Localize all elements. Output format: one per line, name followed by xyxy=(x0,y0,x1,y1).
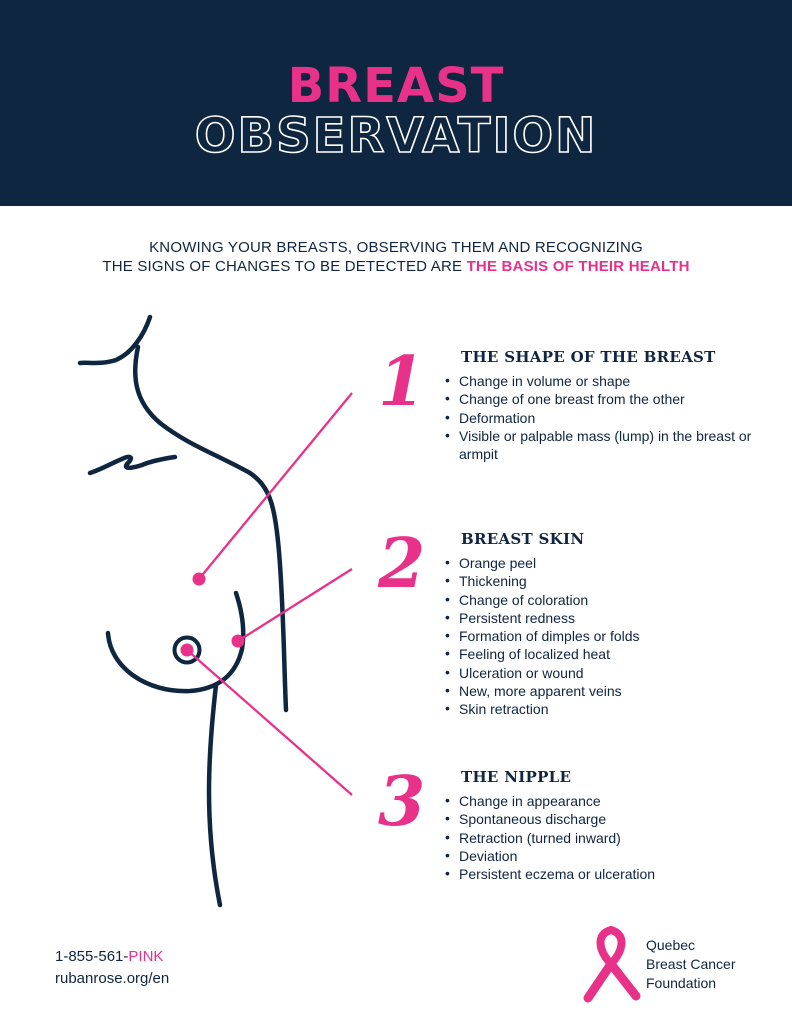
section-number-3: 3 xyxy=(378,762,426,842)
list-item: Feeling of localized heat xyxy=(444,644,756,663)
list-item: New, more apparent veins xyxy=(444,681,756,700)
pointer-dot-1 xyxy=(192,572,206,586)
list-item: Thickening xyxy=(444,571,756,590)
phone-suffix: PINK xyxy=(128,948,164,965)
org-line-1: Quebec xyxy=(646,937,696,953)
title-observation: OBSERVATION xyxy=(194,107,598,165)
title-breast: BREAST xyxy=(287,58,505,114)
section-number-1: 1 xyxy=(378,342,426,422)
section-list-shape: Change in volume or shape Change of one … xyxy=(444,371,756,464)
pink-ribbon-icon xyxy=(583,925,641,1003)
pointer-line-3 xyxy=(186,649,353,796)
breast-outline xyxy=(105,590,246,694)
list-item: Skin retraction xyxy=(444,699,756,718)
list-item: Visible or palpable mass (lump) in the b… xyxy=(444,426,756,464)
section-list-skin: Orange peel Thickening Change of colorat… xyxy=(444,553,756,719)
intro-line-2: THE SIGNS OF CHANGES TO BE DETECTED ARE … xyxy=(0,257,792,276)
pointer-line-1 xyxy=(198,392,353,580)
list-item: Change in volume or shape xyxy=(444,371,756,390)
list-item: Change of one breast from the other xyxy=(444,389,756,408)
list-item: Change in appearance xyxy=(444,791,756,810)
list-item: Persistent eczema or ulceration xyxy=(444,864,756,883)
intro-highlight: THE BASIS OF THEIR HEALTH xyxy=(466,258,690,275)
section-number-2: 2 xyxy=(378,524,426,604)
intro-line-1: KNOWING YOUR BREASTS, OBSERVING THEM AND… xyxy=(149,239,643,256)
list-item: Ulceration or wound xyxy=(444,663,756,682)
nipple-ring xyxy=(172,635,202,665)
shoulder-outline xyxy=(87,454,178,476)
website-link[interactable]: rubanrose.org/en xyxy=(55,970,170,987)
list-item: Spontaneous discharge xyxy=(444,809,756,828)
header-banner: BREAST OBSERVATION xyxy=(0,0,792,206)
list-item: Change of coloration xyxy=(444,590,756,609)
org-line-2: Breast Cancer xyxy=(646,956,736,972)
intro-text: KNOWING YOUR BREASTS, OBSERVING THEM AND… xyxy=(0,238,792,276)
organization-name: Quebec Breast Cancer Foundation xyxy=(646,936,735,993)
list-item: Deformation xyxy=(444,408,756,427)
intro-line-2-plain: THE SIGNS OF CHANGES TO BE DETECTED ARE xyxy=(102,258,467,275)
section-title-nipple: THE NIPPLE xyxy=(461,768,572,786)
list-item: Orange peel xyxy=(444,553,756,572)
contact-info: 1-855-561-PINK rubanrose.org/en xyxy=(55,946,169,990)
pointer-dot-2 xyxy=(231,634,245,648)
list-item: Retraction (turned inward) xyxy=(444,828,756,847)
section-title-skin: BREAST SKIN xyxy=(461,530,585,548)
torso-outline xyxy=(206,682,223,908)
phone-number: 1-855-561-PINK xyxy=(55,946,169,968)
list-item: Deviation xyxy=(444,846,756,865)
list-item: Persistent redness xyxy=(444,608,756,627)
phone-prefix: 1-855-561- xyxy=(55,948,129,965)
pointer-line-2 xyxy=(237,568,353,642)
list-item: Formation of dimples or folds xyxy=(444,626,756,645)
chin-outline xyxy=(77,314,153,366)
section-title-shape: THE SHAPE OF THE BREAST xyxy=(461,348,716,366)
org-line-3: Foundation xyxy=(646,975,717,991)
neck-body-outline xyxy=(132,344,289,713)
section-list-nipple: Change in appearance Spontaneous dischar… xyxy=(444,791,756,883)
breast-outline-illustration xyxy=(77,314,353,908)
